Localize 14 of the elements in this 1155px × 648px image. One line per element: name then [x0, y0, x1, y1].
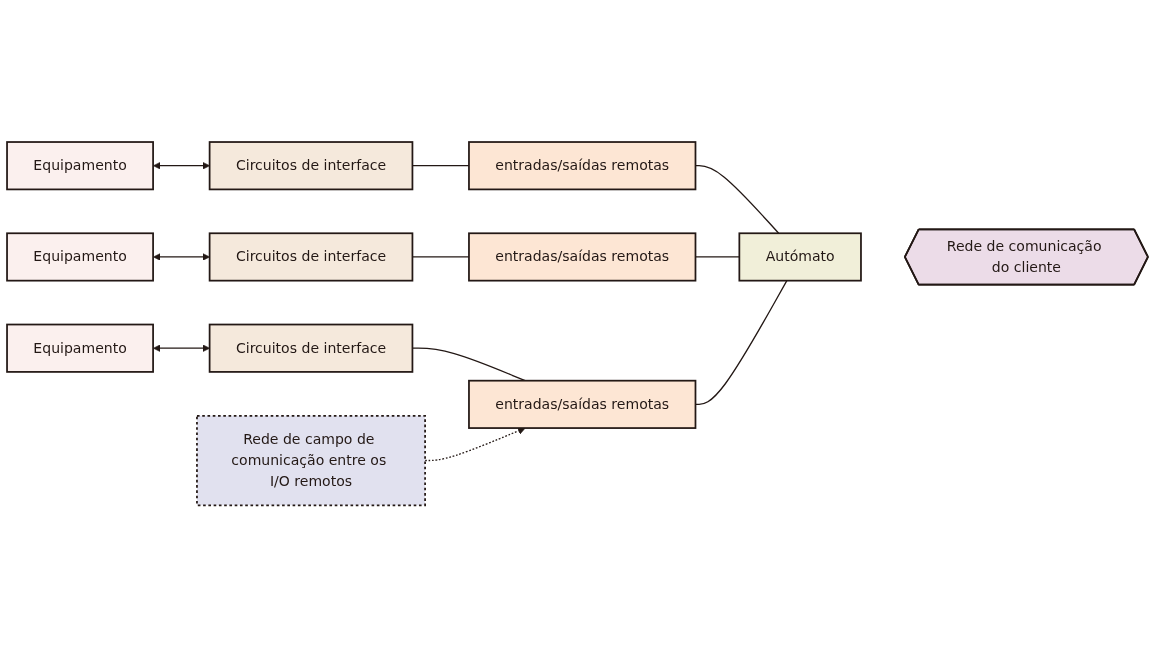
- node-box: Circuitos de interface: [208, 324, 414, 374]
- node-box: entradas/saídas remotas: [468, 232, 697, 282]
- node-box: entradas/saídas remotas: [468, 141, 697, 191]
- node-box: entradas/saídas remotas: [468, 380, 697, 430]
- node-box: Autómato: [738, 232, 862, 282]
- node-box: Circuitos de interface: [208, 141, 414, 191]
- node-box: Equipamento: [6, 141, 154, 191]
- arrow: [153, 253, 210, 262]
- node-box: Rede de campo de comunicação entre os I/O remotos: [196, 415, 426, 507]
- node-box: Circuitos de interface: [208, 232, 414, 282]
- arrow: [153, 162, 210, 170]
- node-box: Equipamento: [6, 324, 154, 374]
- arrow: [153, 344, 210, 353]
- node-box: Equipamento: [6, 232, 154, 282]
